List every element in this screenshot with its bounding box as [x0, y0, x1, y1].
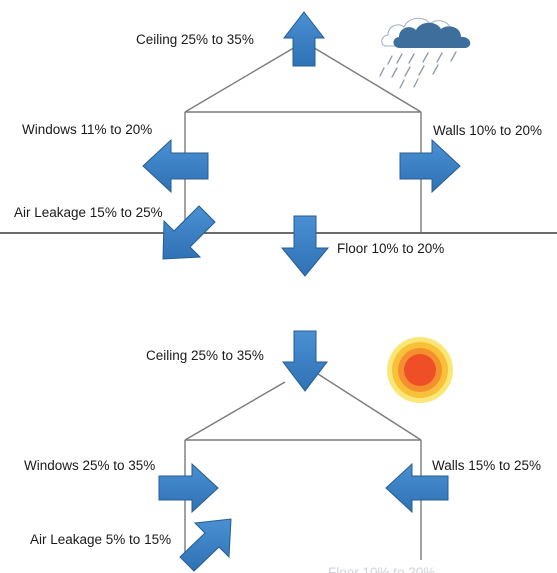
winter-arrows — [142, 11, 461, 277]
summer-arrows — [158, 330, 449, 572]
summer-walls-arrow — [385, 462, 449, 514]
summer-floor-label: Floor 10% to 20% — [328, 565, 435, 573]
summer-ceiling-label: Ceiling 25% to 35% — [146, 348, 264, 363]
summer-air-leakage-label: Air Leakage 5% to 15% — [30, 532, 171, 547]
summer-walls-label: Walls 15% to 25% — [432, 458, 541, 473]
summer-windows-arrow — [158, 462, 219, 514]
summer-windows-label: Windows 25% to 35% — [24, 458, 155, 473]
winter-ceiling-label: Ceiling 25% to 35% — [136, 32, 254, 47]
winter-air-leakage-arrow — [162, 205, 216, 260]
winter-air-leakage-label: Air Leakage 15% to 25% — [14, 205, 163, 220]
winter-floor-arrow — [280, 215, 330, 277]
winter-windows-arrow — [142, 138, 209, 194]
winter-windows-label: Windows 11% to 20% — [22, 122, 152, 137]
winter-roof-left — [184, 45, 298, 113]
winter-walls-label: Walls 10% to 20% — [433, 123, 542, 138]
winter-walls-arrow — [399, 138, 461, 194]
winter-floor-label: Floor 10% to 20% — [337, 241, 444, 256]
summer-roof-right — [317, 373, 422, 441]
summer-air-leakage-arrow — [179, 518, 232, 572]
sun-icon — [387, 337, 453, 403]
winter-roof-right — [310, 45, 422, 113]
summer-ceiling-arrow — [281, 330, 329, 392]
rain-cloud-icon — [379, 17, 471, 89]
summer-roof-left — [184, 381, 286, 441]
winter-ceiling-arrow — [282, 11, 326, 67]
